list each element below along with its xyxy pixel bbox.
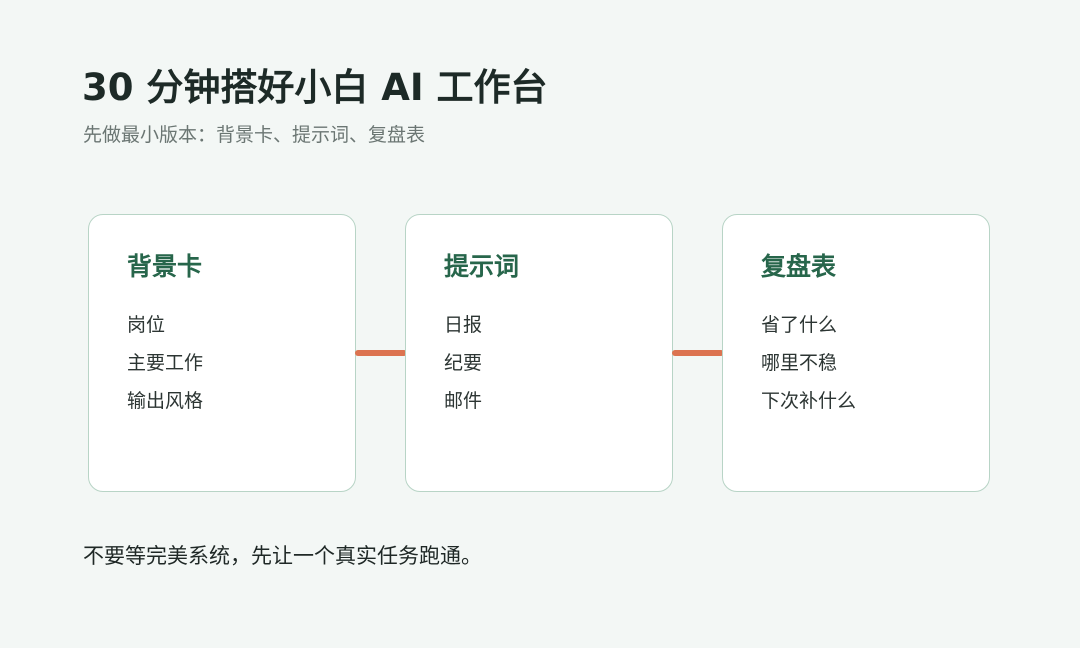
connector-line	[672, 350, 724, 356]
connector-line	[355, 350, 407, 356]
card-review: 复盘表 省了什么 哪里不稳 下次补什么	[722, 214, 990, 492]
card-item: 省了什么	[761, 314, 838, 336]
page-title: 30 分钟搭好小白 AI 工作台	[82, 66, 548, 109]
card-item: 日报	[444, 314, 483, 336]
card-item: 纪要	[444, 352, 483, 374]
card-item: 邮件	[444, 390, 483, 412]
card-title: 背景卡	[127, 252, 203, 281]
card-item: 输出风格	[127, 390, 204, 412]
card-item-list: 岗位 主要工作 输出风格	[127, 306, 203, 420]
card-title: 提示词	[444, 252, 520, 281]
card-item: 主要工作	[127, 352, 204, 374]
card-title: 复盘表	[761, 252, 837, 281]
card-item: 下次补什么	[761, 390, 857, 412]
card-item-list: 省了什么 哪里不稳 下次补什么	[761, 306, 856, 420]
card-item-list: 日报 纪要 邮件	[444, 306, 482, 420]
card-item: 哪里不稳	[761, 352, 838, 374]
card-background: 背景卡 岗位 主要工作 输出风格	[88, 214, 356, 492]
card-item: 岗位	[127, 314, 166, 336]
card-prompts: 提示词 日报 纪要 邮件	[405, 214, 673, 492]
page-subtitle: 先做最小版本：背景卡、提示词、复盘表	[83, 124, 426, 146]
footer-note: 不要等完美系统，先让一个真实任务跑通。	[83, 544, 482, 568]
